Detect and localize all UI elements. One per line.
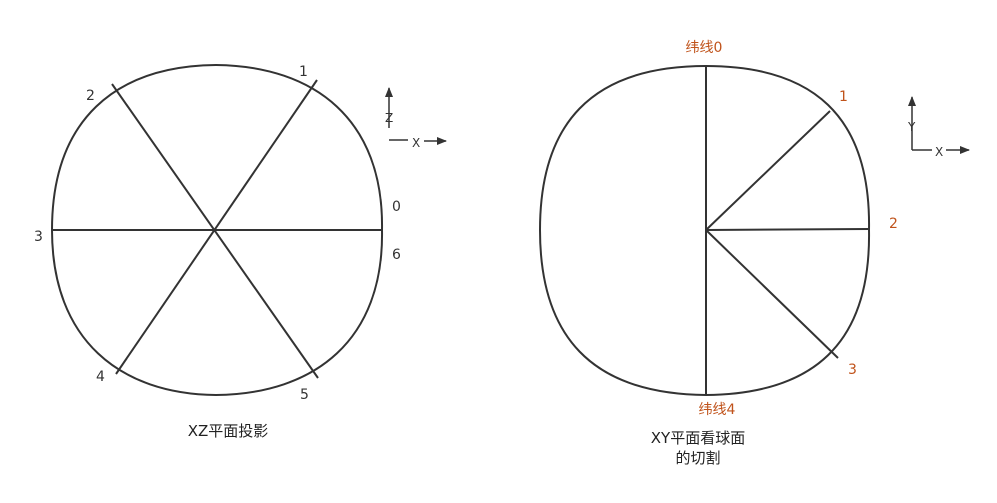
xz-label-0: 0 [392, 199, 401, 215]
xz-label-4: 4 [96, 369, 105, 385]
xy-slice [538, 64, 871, 397]
xz-line-1-4 [115, 79, 318, 375]
xz-projection [50, 63, 384, 397]
xy-line-3 [705, 229, 839, 359]
xz-label-2: 2 [86, 88, 95, 104]
xz-label-5: 5 [300, 387, 309, 403]
xy-label-3: 3 [848, 362, 857, 378]
xz-label-3: 3 [34, 229, 43, 245]
xy-line-2 [705, 228, 870, 231]
xz-label-6: 6 [392, 247, 401, 263]
xy-y-axis-label: Y [907, 120, 916, 134]
xy-top-label: 纬线0 [686, 40, 723, 56]
xz-caption: XZ平面投影 [188, 422, 269, 440]
xy-caption-line-1: XY平面看球面 [651, 429, 745, 447]
xy-label-1: 1 [839, 89, 848, 105]
xz-x-axis-label: X [412, 136, 420, 150]
xz-line-2-5 [111, 83, 319, 379]
xz-axis-indicator [385, 87, 447, 145]
xy-outline-circle [538, 64, 871, 397]
xy-axis-indicator [908, 96, 970, 154]
xy-x-axis-label: X [935, 145, 943, 159]
xy-bottom-label: 纬线4 [699, 402, 736, 418]
xy-caption-line-2: 的切割 [675, 449, 720, 467]
xy-line-1 [705, 110, 831, 231]
xz-label-1: 1 [299, 64, 308, 80]
xy-label-2: 2 [889, 216, 898, 232]
xz-z-axis-label: Z [385, 111, 393, 125]
